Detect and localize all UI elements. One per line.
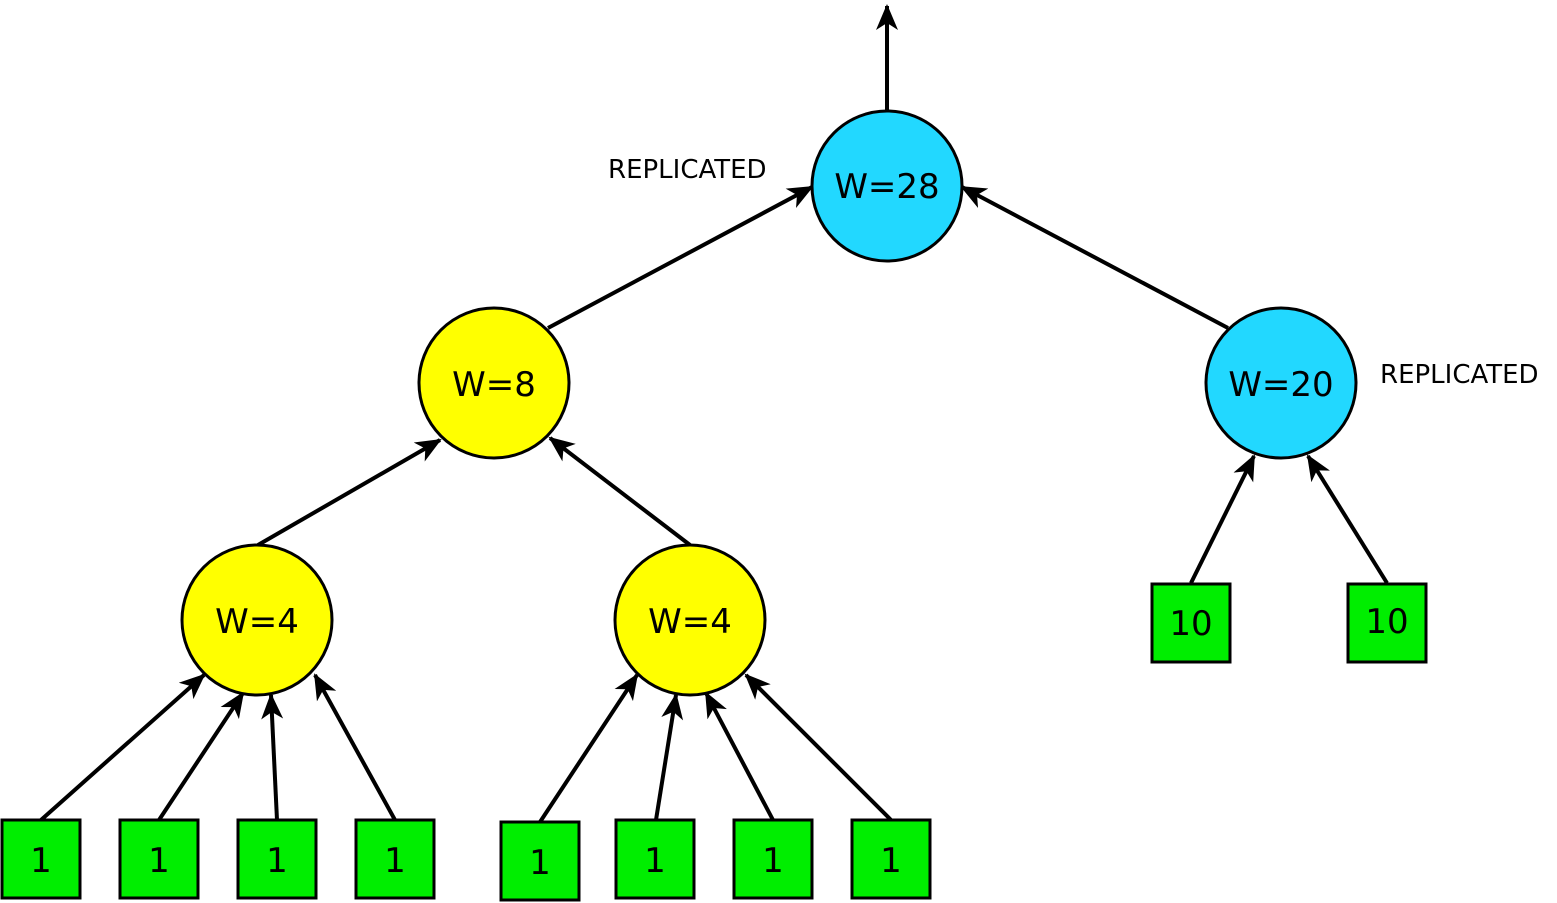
leaf-b1-box (499, 820, 581, 902)
edge-leaf-c1-rightmid (1189, 454, 1256, 584)
edge-leaf-b2-lowb (654, 693, 684, 821)
root-replicated-label: REPLICATED (608, 155, 767, 185)
leaf-a1: 1 (0, 818, 82, 900)
node-left-low-b-label: W=4 (648, 602, 732, 642)
edge-leftmid-root (547, 185, 814, 330)
leaf-group-c: 10 10 (1150, 582, 1428, 664)
leaf-b4: 1 (850, 818, 932, 900)
node-left-low-a-circle (180, 543, 334, 697)
edge-leaf-c2-rightmid (1306, 454, 1389, 585)
leaf-c1: 10 (1150, 582, 1232, 664)
right-mid-replicated-label: REPLICATED (1380, 360, 1539, 390)
edge-leaf-a1-lowa (39, 673, 206, 822)
leaf-group-b: 1 1 1 1 (499, 818, 932, 902)
node-left-low-b: W=4 (613, 543, 767, 697)
leaf-a2-label: 1 (148, 841, 170, 881)
edge-leaf-a3-lowa (261, 693, 284, 821)
edge-leaf-a2-lowa (157, 691, 245, 822)
edge-leaf-b4-lowb (744, 673, 893, 822)
leaf-c2-box (1346, 582, 1428, 664)
leaf-a1-box (0, 818, 82, 900)
leaf-c2-label: 10 (1365, 602, 1408, 642)
leaf-b1-label: 1 (529, 843, 551, 883)
edge-lowb-leftmid (548, 436, 692, 547)
leaf-a3-box (236, 818, 318, 900)
leaf-a3: 1 (236, 818, 318, 900)
leaf-b3-label: 1 (762, 841, 784, 881)
node-root-circle (810, 109, 964, 263)
node-left-low-a: W=4 (180, 543, 334, 697)
leaf-b3-box (732, 818, 814, 900)
edge-leaf-a4-lowa (313, 673, 397, 821)
node-root-label: W=28 (834, 167, 939, 207)
node-left-low-a-label: W=4 (215, 602, 299, 642)
leaf-b2: 1 (614, 818, 696, 900)
edge-rightmid-root (960, 185, 1229, 330)
leaf-b2-box (614, 818, 696, 900)
edge-leaf-b1-lowb (538, 673, 639, 824)
leaf-c1-box (1150, 582, 1232, 664)
node-right-mid-label: W=20 (1228, 365, 1333, 405)
leaf-a2: 1 (118, 818, 200, 900)
node-right-mid: W=20 (1204, 306, 1358, 460)
node-root: W=28 (810, 109, 964, 263)
edges (39, 4, 1389, 824)
edge-leaf-b3-lowb (704, 691, 775, 821)
leaf-a4: 1 (354, 818, 436, 900)
leaf-b4-box (850, 818, 932, 900)
edge-lowa-leftmid (257, 438, 442, 547)
leaf-b1: 1 (499, 820, 581, 902)
node-left-mid-circle (417, 306, 571, 460)
leaf-group-a: 1 1 1 1 (0, 818, 436, 900)
leaf-a4-label: 1 (384, 841, 406, 881)
leaf-c1-label: 10 (1169, 604, 1212, 644)
leaf-b4-label: 1 (880, 841, 902, 881)
leaf-b2-label: 1 (644, 841, 666, 881)
leaf-a2-box (118, 818, 200, 900)
leaf-b3: 1 (732, 818, 814, 900)
node-left-mid: W=8 (417, 306, 571, 460)
node-left-mid-label: W=8 (452, 365, 536, 405)
leaf-c2: 10 (1346, 582, 1428, 664)
node-right-mid-circle (1204, 306, 1358, 460)
node-left-low-b-circle (613, 543, 767, 697)
leaf-a3-label: 1 (266, 841, 288, 881)
leaf-a1-label: 1 (30, 841, 52, 881)
leaf-a4-box (354, 818, 436, 900)
